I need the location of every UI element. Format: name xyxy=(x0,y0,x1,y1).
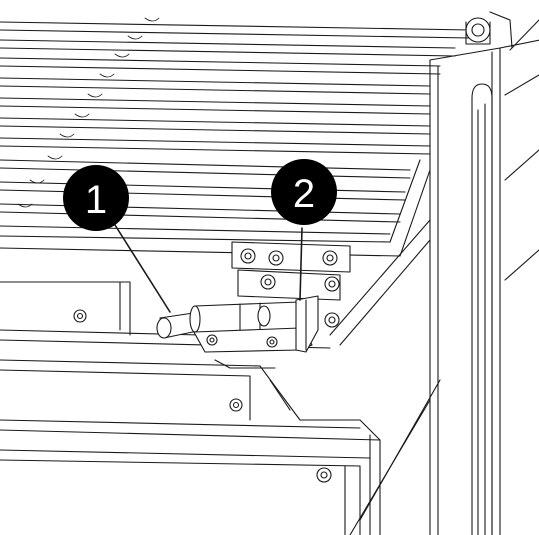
top-hinge-bolt xyxy=(465,11,513,49)
callout-2: 2 xyxy=(271,159,337,225)
fasteners xyxy=(73,309,332,483)
upper-hinge-plate xyxy=(231,241,351,301)
bolt-latch-tab xyxy=(295,295,319,353)
slide-bolt-assembly xyxy=(156,295,340,353)
callout-1-leader xyxy=(114,224,171,313)
side-bracket xyxy=(349,19,539,535)
frame-members xyxy=(0,159,431,535)
louver-slats xyxy=(0,17,471,243)
callout-1-label: 1 xyxy=(85,178,107,222)
callout-1: 1 xyxy=(63,165,129,231)
callout-2-label: 2 xyxy=(293,172,315,216)
callout-2-leader xyxy=(299,227,303,301)
